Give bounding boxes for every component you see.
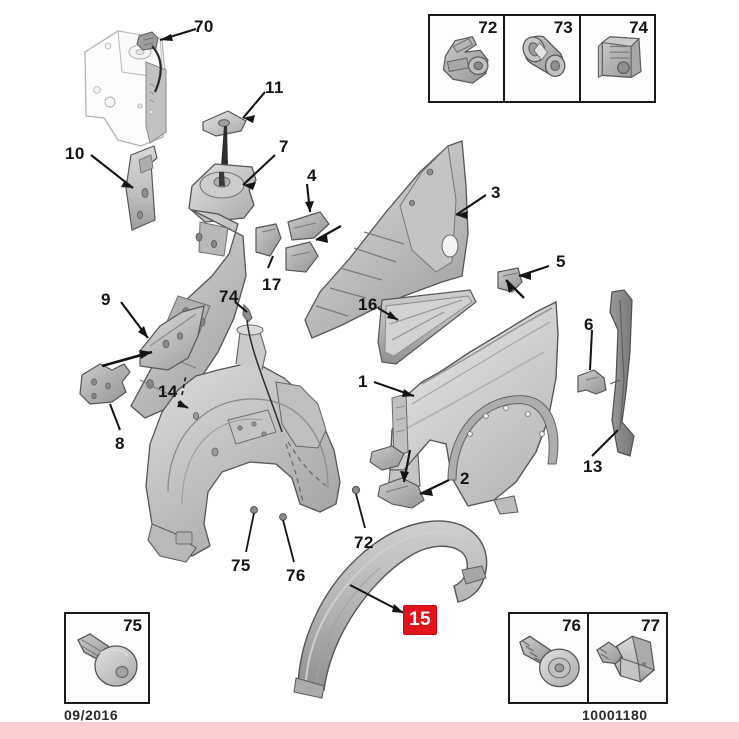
- bottom-accent-band: [0, 722, 739, 739]
- part-15-wheel-arch-moulding: [293, 520, 488, 699]
- callout-76[interactable]: 76: [286, 566, 306, 585]
- callout-5[interactable]: 5: [556, 252, 566, 271]
- part-6-small-clip-bracket: [577, 329, 607, 395]
- inset-number-74: 74: [629, 18, 648, 37]
- inset-cell-72[interactable]: 72: [430, 16, 504, 101]
- clip-detail-inset-top: 72 73 74: [428, 14, 656, 103]
- callout-16[interactable]: 16: [358, 295, 378, 314]
- fastener-leaders: [245, 443, 366, 563]
- part-14-wheel-arch-liner: [145, 324, 341, 563]
- fastener-detail-inset-left: 75: [64, 612, 150, 704]
- inset-caption-date: 09/2016: [64, 707, 119, 723]
- callout-1[interactable]: 1: [358, 372, 368, 391]
- barrel-bush-icon: [522, 35, 566, 77]
- part-10-reinforcement-bracket: [90, 145, 158, 231]
- inset-number-75: 75: [123, 616, 142, 635]
- part-70-strut-housing: [84, 27, 197, 147]
- square-grommet-icon: [597, 36, 642, 79]
- inset-number-73: 73: [553, 18, 573, 37]
- callout-11[interactable]: 11: [265, 78, 284, 97]
- part-8-irregular-bracket: [79, 350, 153, 431]
- part-9-splash-shield: [120, 301, 205, 371]
- inset-number-76: 76: [562, 616, 581, 635]
- inset-cell-76[interactable]: 76: [510, 614, 587, 702]
- fastener-detail-inset-right: 76 77: [508, 612, 668, 704]
- inset-cell-74[interactable]: 74: [578, 16, 654, 101]
- part-11-mount-plate: [202, 91, 266, 167]
- callout-70[interactable]: 70: [194, 17, 214, 36]
- wedge-clip-icon: [596, 635, 655, 683]
- flanged-screw-icon: [519, 635, 580, 688]
- callout-4[interactable]: 4: [307, 166, 317, 185]
- part-17-wedge-bracket: [255, 223, 282, 269]
- inset-cell-77[interactable]: 77: [587, 614, 666, 702]
- inset-caption-drawing-number: 10001180: [582, 707, 648, 723]
- callout-75[interactable]: 75: [231, 556, 251, 575]
- callout-9[interactable]: 9: [101, 290, 111, 309]
- inset-number-72: 72: [478, 18, 498, 37]
- push-rivet-icon: [77, 633, 138, 687]
- callout-6[interactable]: 6: [584, 315, 594, 334]
- part-2-lower-bracket-group: [369, 445, 450, 509]
- callout-17[interactable]: 17: [262, 275, 282, 294]
- inset-cell-75[interactable]: 75: [66, 614, 148, 702]
- part-13-long-trim-rail: [591, 289, 635, 457]
- part-16-side-stiffener: [377, 289, 477, 365]
- inset-number-77: 77: [641, 616, 660, 635]
- callout-15-highlighted[interactable]: 15: [404, 606, 436, 634]
- callout-3[interactable]: 3: [491, 183, 501, 202]
- callout-10[interactable]: 10: [65, 144, 85, 163]
- callout-2[interactable]: 2: [460, 469, 470, 488]
- callout-13[interactable]: 13: [583, 457, 603, 476]
- callout-7[interactable]: 7: [279, 137, 289, 156]
- part-4-bracket-assembly: [285, 183, 342, 273]
- part-74-grommet-callout: [234, 301, 283, 433]
- callout-72[interactable]: 72: [354, 533, 374, 552]
- part-3-inner-wing-panel: [304, 140, 487, 339]
- part-5-upper-mount-bracket: [497, 265, 550, 299]
- callout-14[interactable]: 14: [158, 382, 178, 401]
- callout-8[interactable]: 8: [115, 434, 125, 453]
- bracket-clip-icon: [442, 36, 489, 84]
- callout-74[interactable]: 74: [219, 287, 239, 306]
- inset-cell-73[interactable]: 73: [503, 16, 579, 101]
